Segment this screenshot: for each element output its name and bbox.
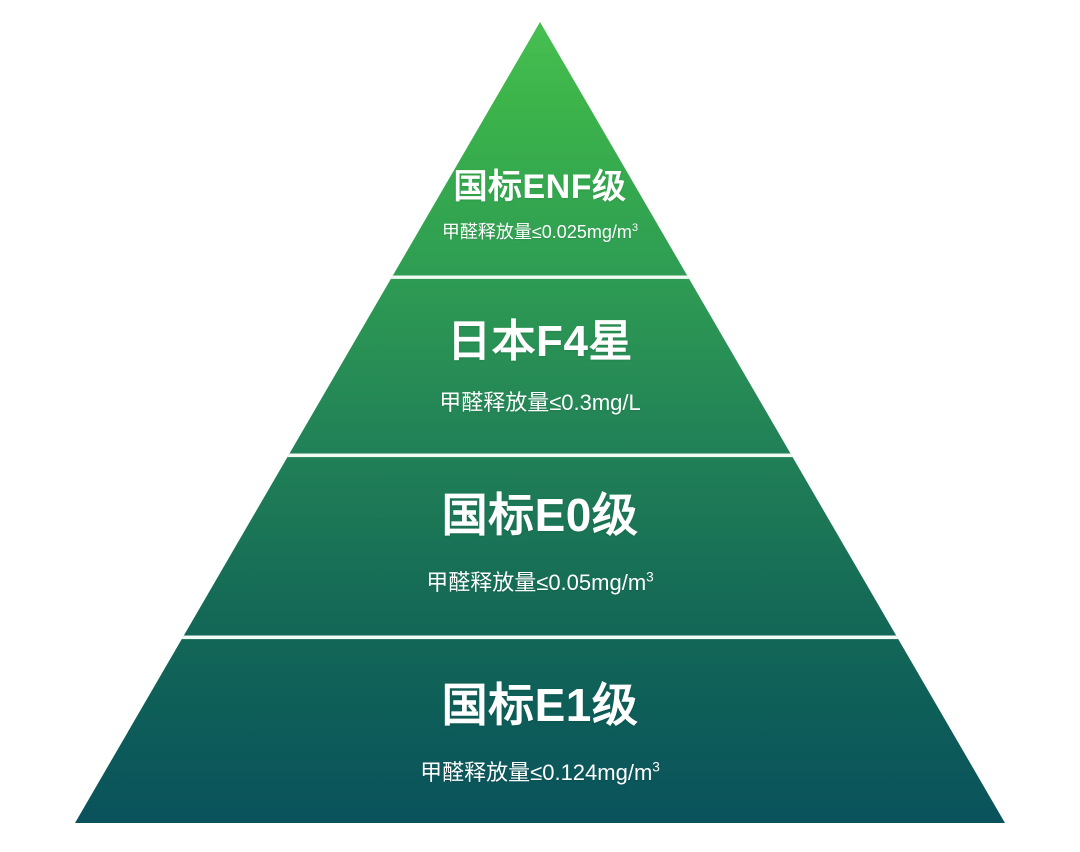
pyramid-tier-1: 国标ENF级 甲醛释放量≤0.025mg/m3 xyxy=(0,170,1080,241)
pyramid-tier-3: 国标E0级 甲醛释放量≤0.05mg/m3 xyxy=(0,492,1080,594)
tier-2-title: 日本F4星 xyxy=(447,317,633,366)
pyramid-body xyxy=(75,22,1005,823)
tier-3-title: 国标E0级 xyxy=(441,489,639,541)
tier-divider-group xyxy=(75,275,1005,640)
pyramid-tier-4: 国标E1级 甲醛释放量≤0.124mg/m3 xyxy=(0,682,1080,784)
tier-1-subtitle-text: 甲醛释放量≤0.025mg/m xyxy=(441,222,632,242)
tier-2-subtitle-text: 甲醛释放量≤0.3mg/L xyxy=(439,390,641,415)
tier-1-subtitle-superscript: 3 xyxy=(631,222,639,234)
tier-3-subtitle-superscript: 3 xyxy=(646,569,654,585)
tier-4-subtitle-superscript: 3 xyxy=(652,759,660,775)
tier-divider-1 xyxy=(75,275,1005,279)
tier-3-subtitle: 甲醛释放量≤0.05mg/m3 xyxy=(0,569,1080,595)
tier-2-subtitle: 甲醛释放量≤0.3mg/L xyxy=(0,392,1080,414)
tier-1-title: 国标ENF级 xyxy=(453,168,627,206)
pyramid-tier-2: 日本F4星 甲醛释放量≤0.3mg/L xyxy=(0,320,1080,414)
tier-divider-2 xyxy=(75,453,1005,458)
tier-divider-3 xyxy=(75,635,1005,640)
tier-4-title: 国标E1级 xyxy=(441,679,639,731)
tier-4-subtitle: 甲醛释放量≤0.124mg/m3 xyxy=(0,759,1080,785)
tier-3-subtitle-text: 甲醛释放量≤0.05mg/m xyxy=(426,570,647,595)
tier-1-subtitle: 甲醛释放量≤0.025mg/m3 xyxy=(0,222,1080,242)
tier-4-subtitle-text: 甲醛释放量≤0.124mg/m xyxy=(420,760,653,785)
